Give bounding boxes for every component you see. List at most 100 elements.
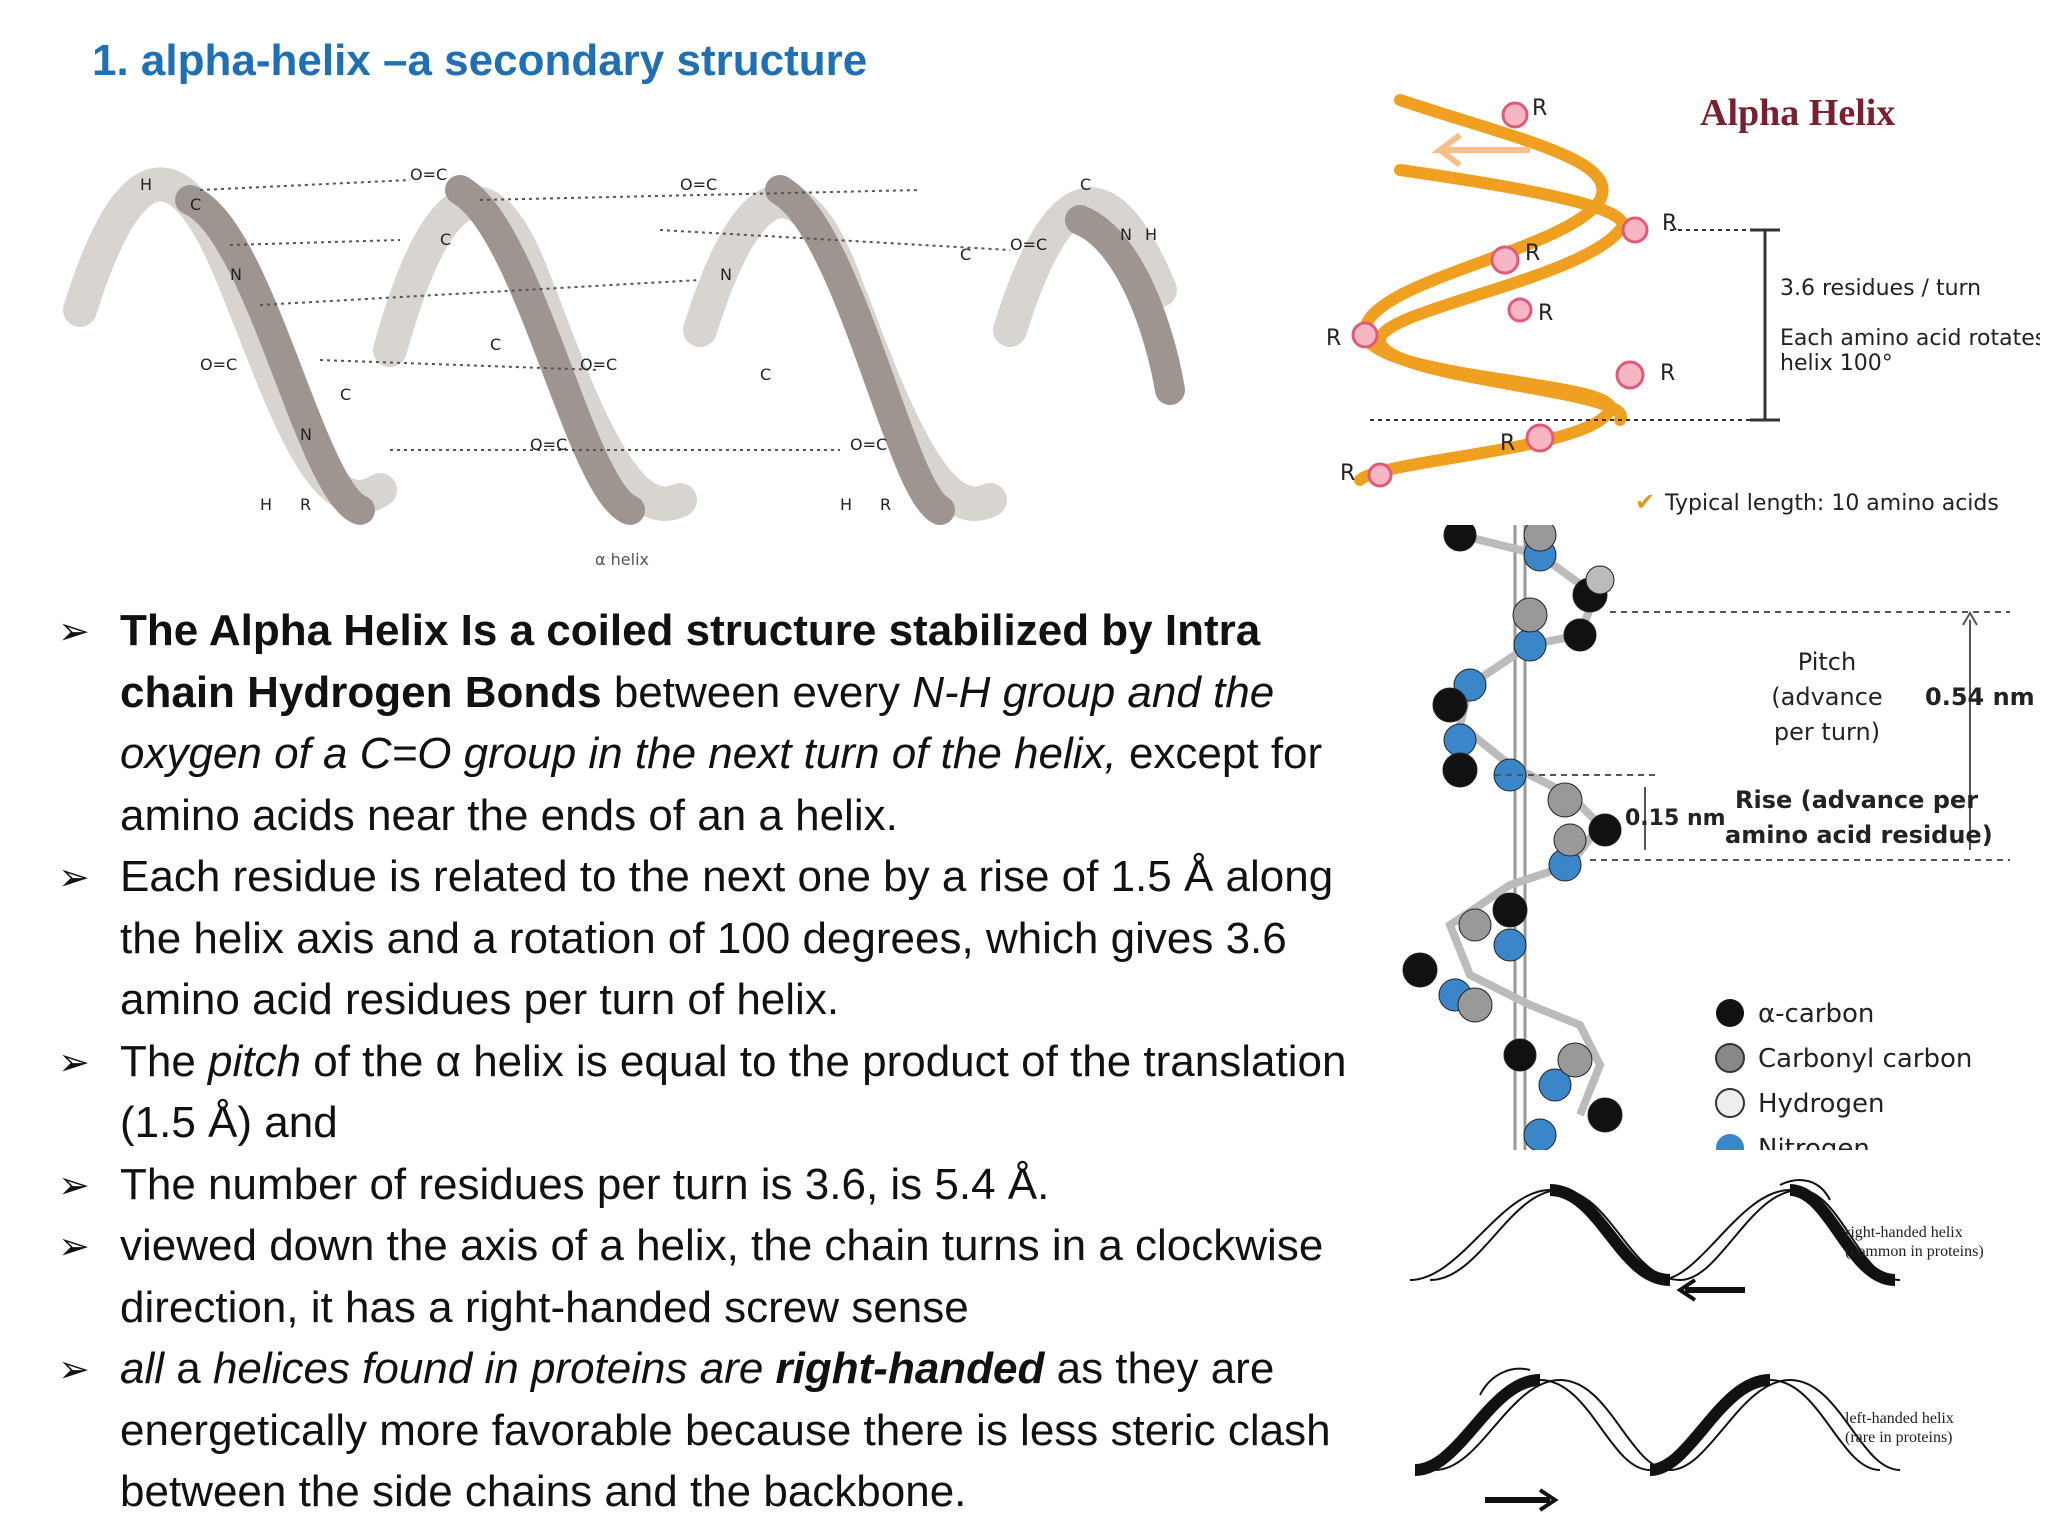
bullet-text-segment: N-H group and the oxygen of a C=O group … bbox=[120, 667, 1275, 779]
atom-legend: α-carbon Carbonyl carbon Hydrogen Nitrog… bbox=[1715, 999, 1972, 1150]
svg-text:C: C bbox=[440, 230, 451, 249]
svg-text:O=C: O=C bbox=[1010, 235, 1047, 254]
svg-text:C: C bbox=[190, 195, 201, 214]
atoms bbox=[1402, 525, 1623, 1150]
svg-text:R: R bbox=[1538, 301, 1553, 326]
legend-alpha-carbon: α-carbon bbox=[1758, 999, 1874, 1029]
typical-length-label: Typical length: 10 amino acids bbox=[1664, 491, 1999, 516]
svg-text:R: R bbox=[880, 495, 891, 514]
right-handed-helix-drawing bbox=[1409, 1179, 1901, 1302]
bullet-arrow-icon: ➢ bbox=[58, 611, 90, 653]
rise-label-line1: Rise (advance per bbox=[1735, 786, 1978, 814]
bullet-arrow-icon: ➢ bbox=[58, 1164, 90, 1207]
left-handed-label-line2: (rare in proteins) bbox=[1845, 1429, 1953, 1446]
legend-carbonyl-carbon: Carbonyl carbon bbox=[1758, 1044, 1972, 1074]
bullet-text-segment: between every bbox=[601, 667, 913, 717]
bullet-text-segment: right-handed bbox=[775, 1344, 1045, 1393]
svg-text:R: R bbox=[1326, 326, 1341, 351]
check-icon: ✔ bbox=[1635, 489, 1655, 516]
helix-orange-strand bbox=[1354, 94, 1629, 486]
bullet-arrow-icon: ➢ bbox=[58, 1226, 90, 1268]
pitch-labels: Pitch (advance per turn) bbox=[1771, 648, 1882, 746]
r-group-circles bbox=[1351, 101, 1649, 488]
svg-text:N: N bbox=[720, 265, 732, 284]
bullet-item: ➢ all a helices found in proteins are rig… bbox=[58, 1338, 1358, 1523]
svg-text:C: C bbox=[490, 335, 501, 354]
direction-arrow-icon bbox=[1431, 132, 1530, 168]
pitch-value: 0.54 nm bbox=[1925, 683, 2035, 711]
bullet-item: ➢ Each residue is related to the next one… bbox=[58, 846, 1358, 1031]
bullet-text-segment: except for amino acids near the ends of … bbox=[120, 729, 1323, 840]
helix-ribbon-back bbox=[63, 167, 1177, 521]
turn-bracket bbox=[1370, 228, 1780, 422]
svg-text:N: N bbox=[1120, 225, 1132, 244]
svg-text:C: C bbox=[960, 245, 971, 264]
legend-nitrogen: Nitrogen bbox=[1758, 1134, 1870, 1150]
slide-title: 1. alpha-helix –a secondary structure bbox=[92, 36, 868, 85]
svg-text:O=C: O=C bbox=[200, 355, 237, 374]
ball-and-stick-helix-figure: Pitch (advance per turn) 0.54 nm 0.15 nm… bbox=[1402, 525, 2035, 1150]
svg-text:N: N bbox=[300, 425, 312, 444]
bullet-text-segment: all bbox=[120, 1344, 165, 1393]
bullet-item: ➢ The pitch of the α helix is equal to th… bbox=[58, 1031, 1358, 1154]
bullet-item: ➢ The number of residues per turn is 3.6,… bbox=[58, 1154, 1358, 1216]
bullet-text-segment: of the α helix is equal to the product o… bbox=[120, 1036, 1347, 1148]
measure-lines bbox=[1495, 611, 2010, 861]
svg-text:O=C: O=C bbox=[410, 165, 447, 184]
alpha-helix-orange-figure: Alpha Helix R R R R R R R R 3.6 residues / t… bbox=[1326, 92, 2040, 516]
bullet-text-segment: Each residue is related to the next one … bbox=[120, 852, 1334, 1024]
svg-text:O=C: O=C bbox=[680, 175, 717, 194]
pitch-label-line3: per turn) bbox=[1774, 718, 1880, 746]
helix-handedness-figure: right-handed helix (common in proteins) … bbox=[1409, 1179, 1984, 1512]
hydrogen-bond-lines bbox=[199, 179, 1011, 451]
bullet-text-segment: The Alpha Helix Is a coiled structure st… bbox=[120, 606, 1261, 717]
svg-text:R: R bbox=[1532, 96, 1547, 121]
svg-text:R: R bbox=[1340, 461, 1355, 486]
svg-text:O=C: O=C bbox=[530, 435, 567, 454]
rotation-label-line2: helix 100° bbox=[1780, 351, 1893, 376]
bullet-item: ➢ The Alpha Helix Is a coiled structure s… bbox=[58, 600, 1358, 846]
bullet-item: ➢ viewed down the axis of a helix, the ch… bbox=[58, 1215, 1358, 1338]
bullet-text-segment: The number of residues per turn is 3.6, … bbox=[120, 1159, 1050, 1209]
svg-text:R: R bbox=[1662, 211, 1677, 236]
svg-text:R: R bbox=[1525, 241, 1540, 266]
legend-hydrogen: Hydrogen bbox=[1758, 1089, 1884, 1119]
svg-text:R: R bbox=[1660, 361, 1675, 386]
rotation-label-line1: Each amino acid rotates bbox=[1780, 326, 2040, 351]
left-handed-label-line1: left-handed helix bbox=[1845, 1410, 1954, 1427]
bullet-arrow-icon: ➢ bbox=[58, 1041, 90, 1084]
svg-text:H: H bbox=[840, 495, 852, 514]
svg-text:O=C: O=C bbox=[580, 355, 617, 374]
rise-label-line2: amino acid residue) bbox=[1725, 821, 1993, 849]
svg-text:O=C: O=C bbox=[850, 435, 887, 454]
svg-text:R: R bbox=[1500, 431, 1515, 456]
svg-text:H: H bbox=[140, 175, 152, 194]
bullet-text-segment: helices found in proteins are bbox=[212, 1344, 776, 1393]
svg-text:N: N bbox=[230, 265, 242, 284]
svg-text:C: C bbox=[340, 385, 351, 404]
bullet-text-segment: pitch bbox=[208, 1036, 301, 1086]
right-handed-label-line2: (common in proteins) bbox=[1845, 1243, 1984, 1260]
svg-text:H: H bbox=[260, 495, 272, 514]
pitch-label-line2: (advance bbox=[1771, 683, 1882, 711]
pitch-label-line1: Pitch bbox=[1798, 648, 1856, 676]
svg-text:C: C bbox=[760, 365, 771, 384]
bullet-text-segment: a bbox=[164, 1344, 213, 1393]
bullet-arrow-icon: ➢ bbox=[58, 1349, 90, 1391]
left-handed-helix-drawing bbox=[1414, 1367, 1901, 1512]
bullet-text-segment: viewed down the axis of a helix, the cha… bbox=[120, 1221, 1324, 1332]
svg-text:R: R bbox=[300, 495, 311, 514]
bullet-text-segment: as they are energetically more favorable… bbox=[120, 1344, 1331, 1516]
bullet-list: ➢ The Alpha Helix Is a coiled structure s… bbox=[58, 600, 1358, 1523]
helix-ribbon-front bbox=[175, 175, 1185, 525]
svg-text:C: C bbox=[1080, 175, 1091, 194]
svg-text:H: H bbox=[1145, 225, 1157, 244]
bullet-arrow-icon: ➢ bbox=[58, 857, 90, 899]
bullet-text-segment: The bbox=[120, 1036, 209, 1086]
alpha-helix-heading: Alpha Helix bbox=[1700, 92, 1895, 134]
residues-per-turn-label: 3.6 residues / turn bbox=[1780, 276, 1981, 301]
figure-caption: α helix bbox=[595, 550, 649, 569]
rise-value: 0.15 nm bbox=[1625, 806, 1726, 831]
